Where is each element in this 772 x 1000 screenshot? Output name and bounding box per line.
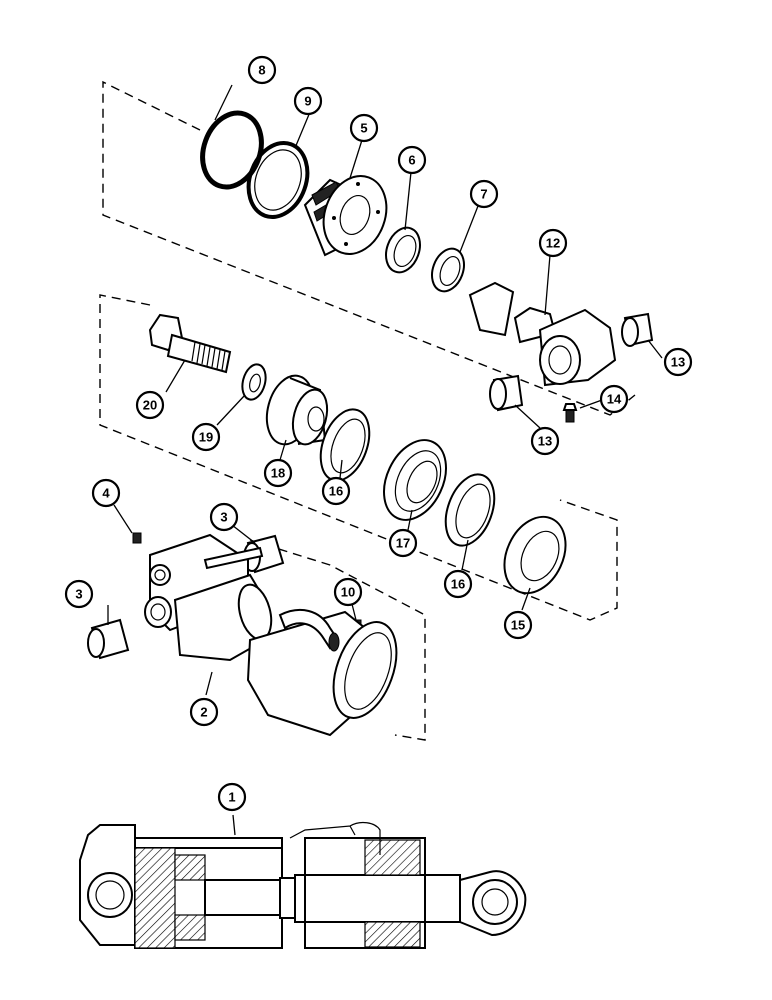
svg-text:3: 3 — [220, 510, 227, 525]
part-6-seal — [385, 226, 421, 274]
svg-text:15: 15 — [511, 618, 525, 633]
callout-8: 8 — [247, 55, 277, 85]
part-16-seal-b — [444, 473, 496, 547]
callout-16a: 16 — [321, 476, 351, 506]
part-13-bushing-a — [621, 312, 654, 347]
part-3-bushing-b — [87, 618, 130, 660]
part-15-gland-nut — [503, 515, 567, 595]
callout-7: 7 — [469, 179, 499, 209]
part-5-gland — [303, 175, 388, 257]
svg-text:1: 1 — [228, 790, 235, 805]
part-8-o-ring — [200, 110, 264, 190]
leader-lines — [107, 84, 663, 836]
svg-text:20: 20 — [143, 398, 157, 413]
callout-19: 19 — [191, 422, 221, 452]
callout-2: 2 — [189, 697, 219, 727]
callout-4: 4 — [91, 478, 121, 508]
svg-text:13: 13 — [671, 355, 685, 370]
svg-text:3: 3 — [75, 587, 82, 602]
part-20-bolt — [148, 313, 232, 374]
svg-text:18: 18 — [271, 466, 285, 481]
part-17-wear-ring — [383, 439, 447, 521]
callout-13a: 13 — [663, 347, 693, 377]
dashed-group-middle — [99, 294, 618, 621]
callout-18: 18 — [263, 458, 293, 488]
callout-13b: 13 — [530, 426, 560, 456]
callout-6: 6 — [397, 145, 427, 175]
svg-text:10: 10 — [341, 585, 355, 600]
part-7-wiper — [431, 247, 465, 293]
callout-17: 17 — [388, 528, 418, 558]
assembled-cylinder — [79, 821, 527, 949]
svg-text:17: 17 — [396, 536, 410, 551]
svg-text:14: 14 — [607, 392, 622, 407]
callout-9: 9 — [293, 86, 323, 116]
callout-14: 14 — [599, 384, 629, 414]
part-18-piston — [265, 374, 329, 446]
callout-5: 5 — [349, 113, 379, 143]
part-2-cylinder-tube — [144, 533, 273, 662]
svg-text:9: 9 — [304, 94, 311, 109]
svg-text:16: 16 — [451, 577, 465, 592]
svg-text:12: 12 — [546, 236, 560, 251]
svg-text:13: 13 — [538, 434, 552, 449]
callout-20: 20 — [135, 390, 165, 420]
callout-15: 15 — [503, 610, 533, 640]
callout-12: 12 — [538, 228, 568, 258]
barrel-tube — [246, 608, 398, 737]
part-9-backup-ring — [246, 141, 310, 219]
part-13-bushing-b — [489, 374, 524, 412]
callout-3b: 3 — [64, 579, 94, 609]
callout-10: 10 — [333, 577, 363, 607]
svg-text:2: 2 — [200, 705, 207, 720]
part-19-washer — [241, 363, 267, 401]
svg-text:16: 16 — [329, 484, 343, 499]
callout-16b: 16 — [443, 569, 473, 599]
svg-text:19: 19 — [199, 430, 213, 445]
part-12-rod-eye — [468, 281, 617, 387]
callout-1: 1 — [217, 782, 247, 812]
svg-text:5: 5 — [360, 121, 367, 136]
svg-text:8: 8 — [258, 63, 265, 78]
part-4-grease-fitting — [132, 532, 142, 544]
part-14-grease-fitting — [562, 403, 578, 423]
svg-text:7: 7 — [480, 187, 487, 202]
svg-text:4: 4 — [102, 486, 110, 501]
callout-3a: 3 — [209, 502, 239, 532]
svg-text:6: 6 — [408, 153, 415, 168]
